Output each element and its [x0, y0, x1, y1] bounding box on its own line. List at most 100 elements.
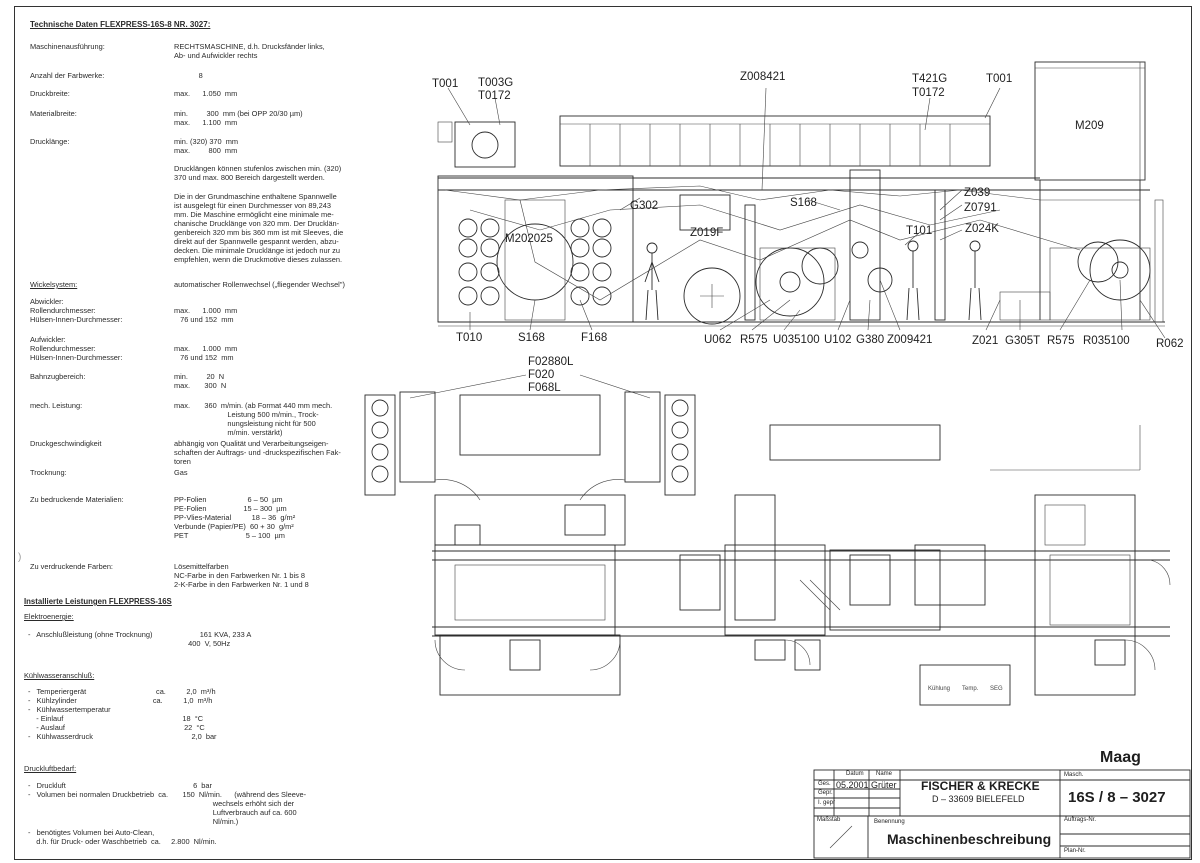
- label-Z008421: Z008421: [740, 71, 785, 83]
- col-name: Name: [876, 771, 893, 777]
- spec-label-druckgeschw: Druckgeschwindigkeit: [30, 439, 102, 448]
- label-S168: S168: [790, 197, 817, 209]
- spec-value-farben: Lösemittelfarben NC-Farbe in den Farbwer…: [174, 562, 309, 589]
- label-U102: U102: [824, 334, 852, 346]
- spec-value-abwickler: max. 1.000 mm 76 und 152 mm: [174, 306, 238, 324]
- spec-value-druckgeschw: abhängig von Qualität und Verarbeitungse…: [174, 439, 341, 466]
- specs-title: Technische Daten FLEXPRESS-16S-8 NR. 302…: [30, 20, 211, 29]
- label-F020: F020: [528, 369, 554, 381]
- spec-label-farbwerke: Anzahl der Farbwerke:: [30, 71, 105, 80]
- elevation-view: T001 T003G T0172 Z008421 T421G T0172 T00…: [432, 61, 1184, 350]
- label-Z009421: Z009421: [887, 334, 932, 346]
- label-Z019F: Z019F: [690, 227, 723, 239]
- spec-label-trocknung: Trocknung:: [30, 468, 67, 477]
- name-value: Grüter: [871, 780, 897, 790]
- spec-value-drucklaenge: min. (320) 370 mm max. 800 mm: [174, 137, 239, 155]
- spec-value-materialien: PP-Folien 6 – 50 µm PE-Folien 15 – 300 µ…: [174, 495, 296, 540]
- label-T001-left: T001: [432, 78, 458, 90]
- spec-label-ausfuehrung: Maschinenausführung:: [30, 42, 105, 51]
- spec-value-aufwickler: max. 1.000 mm 76 und 152 mm: [174, 344, 238, 362]
- svg-text:Temp.: Temp.: [962, 686, 979, 692]
- kuehl-values: - Temperiergerät ca. 2,0 m³/h - Kühlzyli…: [28, 687, 217, 741]
- spec-label-farben: Zu verdruckende Farben:: [30, 562, 113, 571]
- maag-label: Maag: [1100, 749, 1141, 766]
- label-R035100: R035100: [1083, 335, 1130, 347]
- svg-text:Kühlung: Kühlung: [928, 686, 950, 692]
- label-R575-right: R575: [1047, 335, 1075, 347]
- spec-label-materialbreite: Materialbreite:: [30, 109, 77, 118]
- spec-value-ausfuehrung: RECHTSMASCHINE, d.h. Drucksfänder links,…: [174, 42, 325, 60]
- auftrag-label: Auftrags-Nr.: [1064, 817, 1097, 823]
- label-T0172-left: T0172: [478, 90, 511, 102]
- label-T421G: T421G: [912, 73, 947, 85]
- label-U035100: U035100: [773, 334, 820, 346]
- print-units: [458, 199, 612, 321]
- spec-label-druckbreite: Druckbreite:: [30, 89, 70, 98]
- kuehl-title: Kühlwasseranschluß:: [24, 671, 95, 680]
- title-block-lines: [813, 769, 1191, 859]
- label-G302: G302: [630, 200, 658, 212]
- row-igepr: I. gepr: [818, 800, 836, 806]
- label-G305T: G305T: [1005, 335, 1040, 347]
- drawing-title: Maschinenbeschreibung: [887, 831, 1052, 847]
- spec-label-leistung: mech. Leistung:: [30, 401, 83, 410]
- elektro-values: - Anschlußleistung (ohne Trocknung) 161 …: [28, 630, 252, 648]
- label-T001-right: T001: [986, 73, 1012, 85]
- label-F02880L: F02880L: [528, 356, 574, 368]
- label-T101: T101: [906, 225, 932, 237]
- spec-note-drucklaenge: Drucklängen können stufenlos zwischen mi…: [174, 164, 342, 182]
- label-T003G: T003G: [478, 77, 513, 89]
- label-F068L: F068L: [528, 382, 561, 394]
- label-F168: F168: [581, 332, 607, 344]
- spec-label-drucklaenge: Drucklänge:: [30, 137, 70, 146]
- machine-number: 16S / 8 – 3027: [1068, 789, 1166, 806]
- label-Z024K: Z024K: [965, 223, 999, 235]
- plan-view: F02880L F020 F068L: [364, 356, 1171, 706]
- row-ges: Ges.: [818, 781, 831, 787]
- spec-value-materialbreite: min. 300 mm (bei OPP 20/30 µm) max. 1.10…: [174, 109, 303, 127]
- installed-title: Installierte Leistungen FLEXPRESS-16S: [24, 597, 172, 606]
- label-Z0791: Z0791: [964, 202, 997, 214]
- label-R062: R062: [1156, 338, 1184, 350]
- label-Z021: Z021: [972, 335, 998, 347]
- label-T0172-right: T0172: [912, 87, 945, 99]
- spec-value-trocknung: Gas: [174, 468, 188, 477]
- row-gepr: Gepr.: [818, 790, 833, 796]
- label-M209: M209: [1075, 120, 1104, 132]
- label-U062: U062: [704, 334, 732, 346]
- spec-note-spannwelle: Die in der Grundmaschine enthaltene Span…: [174, 192, 344, 264]
- spec-value-druckbreite: max. 1.050 mm: [174, 89, 238, 98]
- spec-label-abwickler: Abwickler: Rollendurchmesser: Hülsen-Inn…: [30, 297, 123, 324]
- col-datum: Datum: [846, 771, 864, 777]
- label-M202025: M202025: [505, 233, 553, 245]
- label-Z039: Z039: [964, 187, 990, 199]
- binder-holes: ): [18, 552, 22, 563]
- elektro-title: Elektroenergie:: [24, 612, 74, 621]
- drawing-sheet-border: [14, 6, 1192, 860]
- spec-label-bahnzug: Bahnzugbereich:: [30, 372, 86, 381]
- masch-label: Masch.: [1064, 772, 1084, 778]
- druckluft-title: Druckluftbedarf:: [24, 764, 77, 773]
- label-G380: G380: [856, 334, 884, 346]
- company-address: D – 33609 BIELEFELD: [932, 794, 1025, 804]
- label-R575: R575: [740, 334, 768, 346]
- svg-text:SEG: SEG: [990, 686, 1003, 692]
- autoclean-values: - benötigtes Volumen bei Auto-Clean, d.h…: [28, 828, 217, 846]
- plan-label: Plan-Nr.: [1064, 848, 1086, 854]
- spec-label-aufwickler: Aufwickler: Rollendurchmesser: Hülsen-In…: [30, 335, 123, 362]
- spec-label-wickelsystem: Wickelsystem:: [30, 280, 78, 289]
- label-S168-bottom: S168: [518, 332, 545, 344]
- label-T010: T010: [456, 332, 482, 344]
- spec-label-materialien: Zu bedruckende Materialien:: [30, 495, 124, 504]
- spec-value-bahnzug: min. 20 N max. 300 N: [174, 372, 227, 390]
- druckluft-values: - Druckluft 6 bar - Volumen bei normalen…: [28, 781, 307, 826]
- operator-figures: [644, 240, 982, 321]
- company-name: FISCHER & KRECKE: [921, 779, 1040, 793]
- massstab-label: Maßstab: [817, 817, 841, 823]
- spec-value-wickelsystem: automatischer Rollenwechsel („fliegender…: [174, 280, 345, 289]
- spec-value-leistung: max. 360 m/min. (ab Format 440 mm mech. …: [174, 401, 333, 437]
- date-value: 05.2001: [836, 780, 869, 790]
- benennung-label: Benennung: [874, 819, 905, 825]
- spec-value-farbwerke: 8: [174, 71, 203, 80]
